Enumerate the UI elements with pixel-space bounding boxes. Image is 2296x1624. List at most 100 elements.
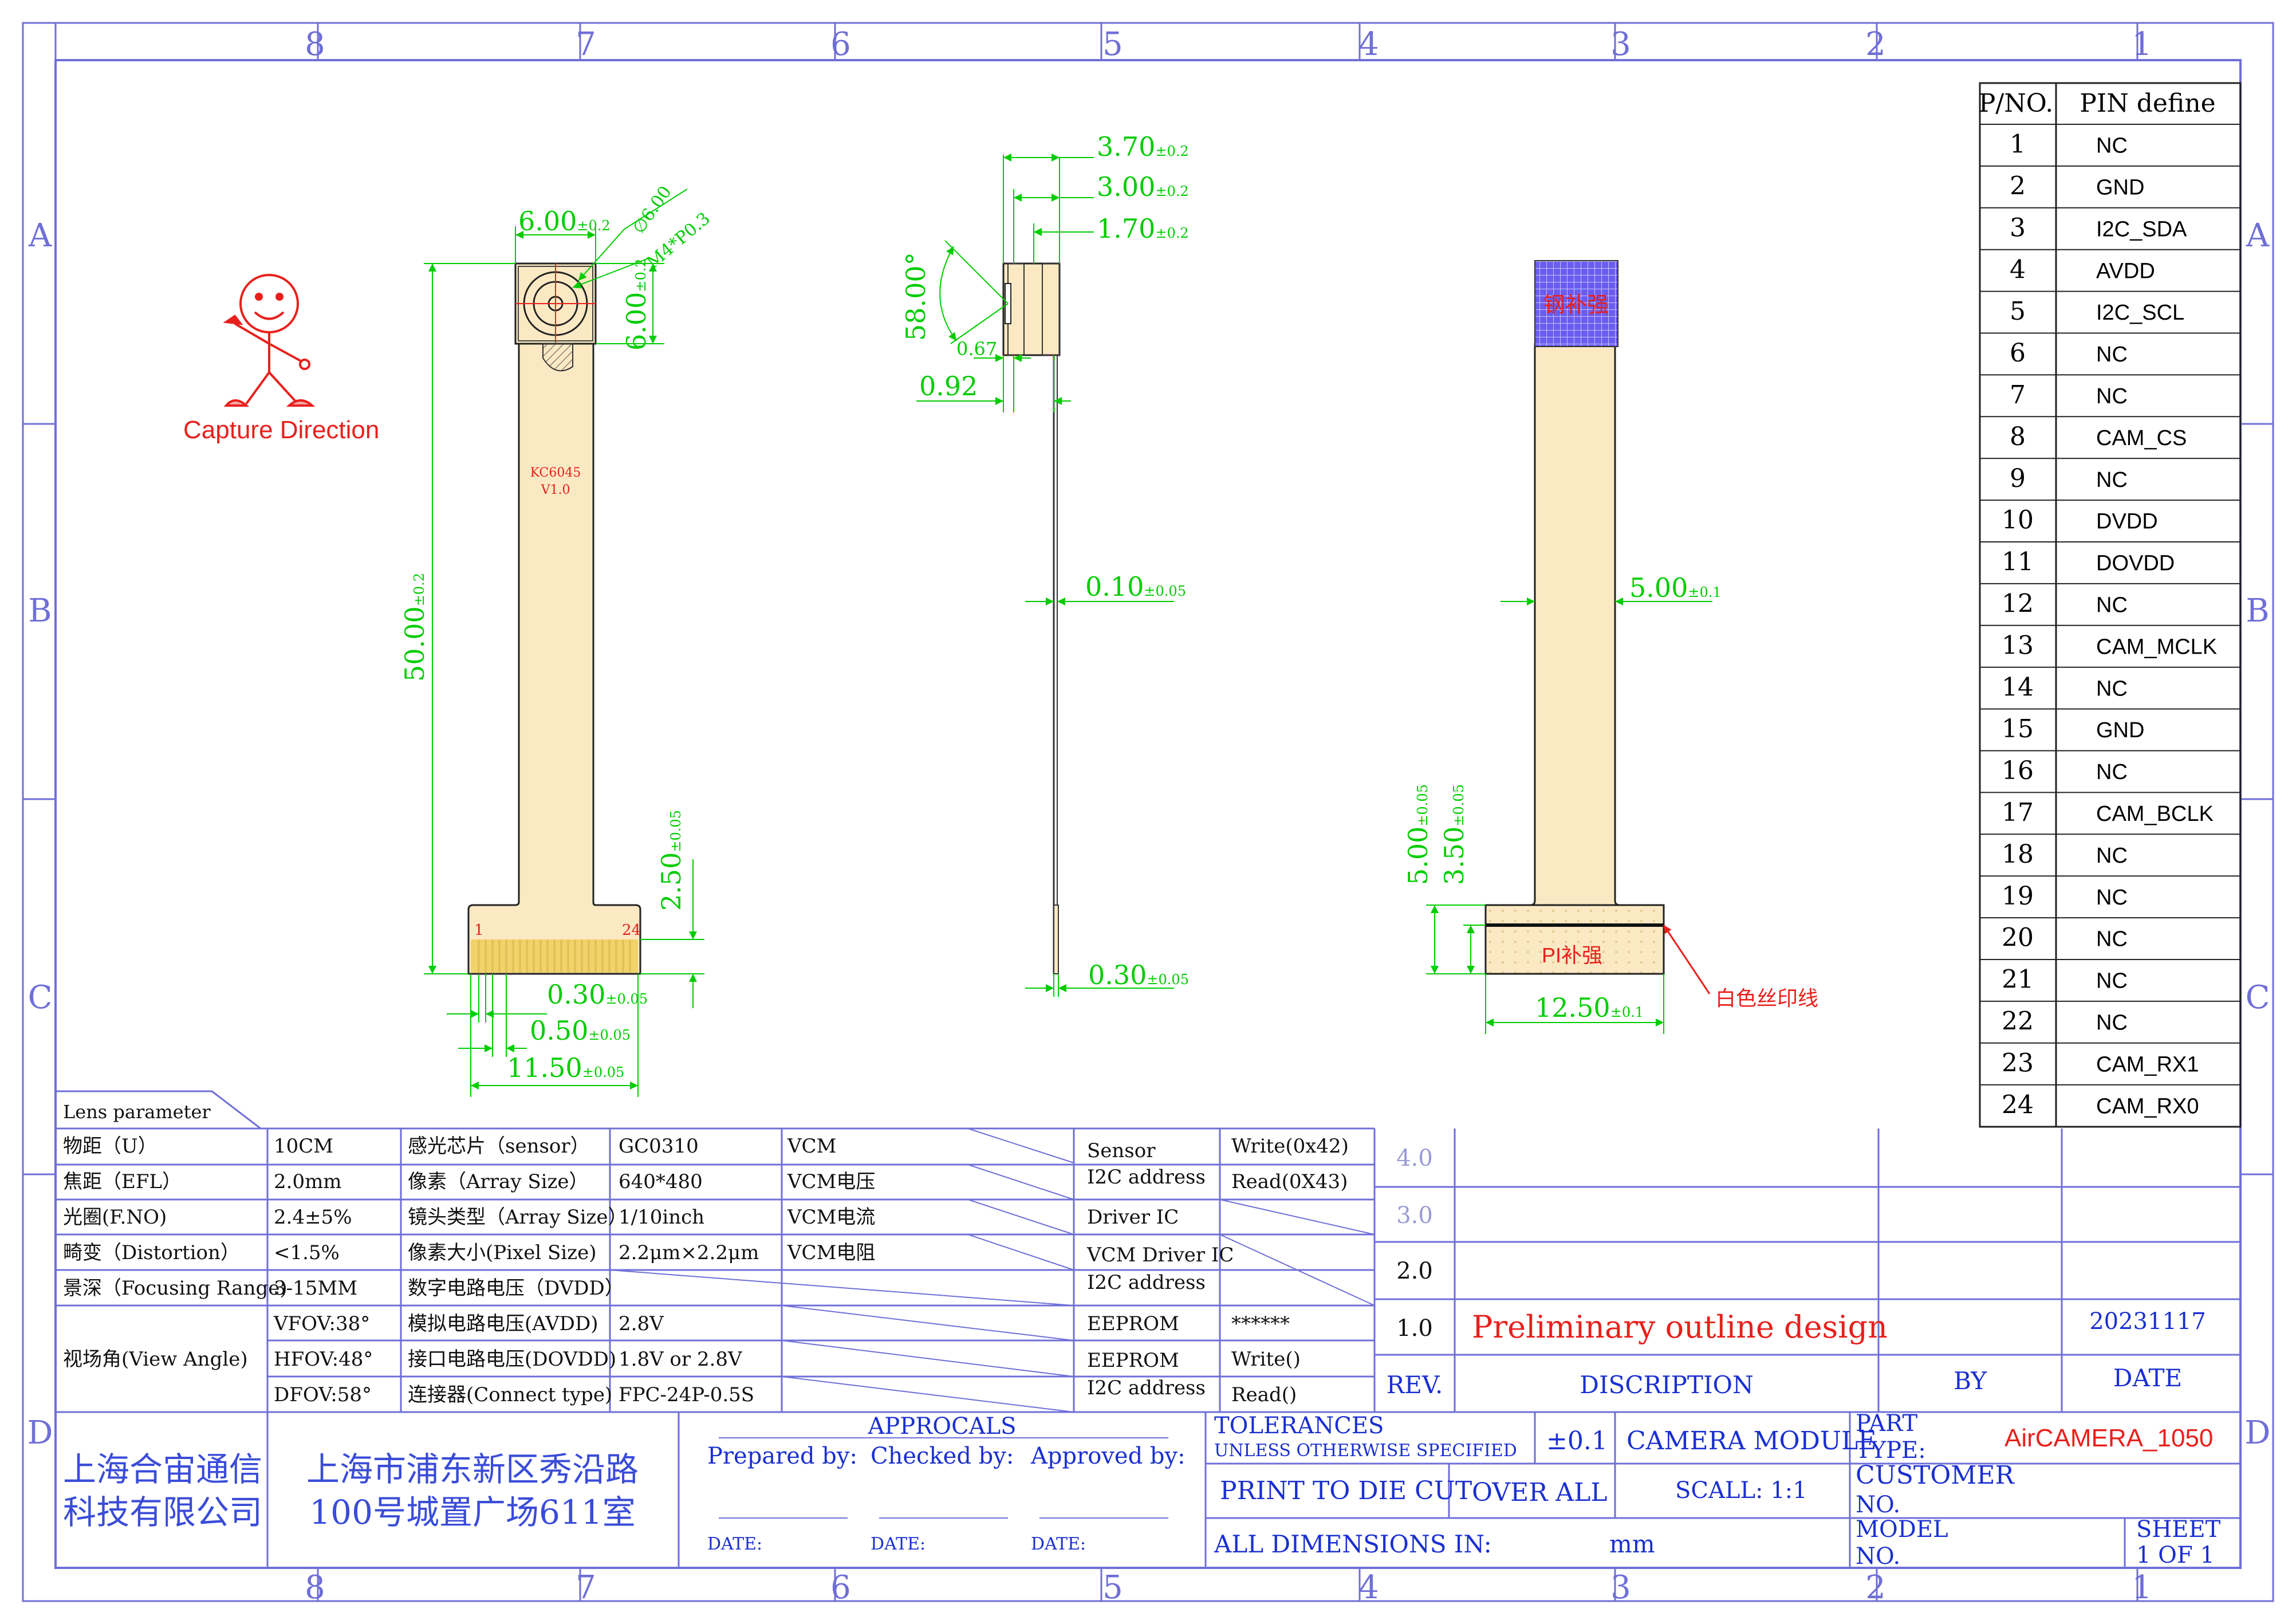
side-view xyxy=(1002,262,1061,974)
svg-text:1.70±0.2: 1.70±0.2 xyxy=(1097,213,1189,244)
pin-definition: I2C_SCL xyxy=(2096,301,2184,325)
date-label: DATE: xyxy=(871,1534,926,1554)
svg-text:0.30±0.05: 0.30±0.05 xyxy=(547,979,648,1010)
i2c-label: I2C address xyxy=(1087,1166,1206,1189)
i2c-value: Read(0X43) xyxy=(1231,1170,1348,1193)
pi-stiffener xyxy=(1484,904,1665,975)
row-label: B xyxy=(2246,592,2269,630)
rev-description: Preliminary outline design xyxy=(1472,1309,1888,1345)
param-label: 接口电路电压(DOVDD) xyxy=(408,1348,616,1371)
col-label: 8 xyxy=(305,1569,325,1606)
param-value: VFOV:38° xyxy=(273,1312,370,1335)
svg-text:3.70±0.2: 3.70±0.2 xyxy=(1097,131,1189,162)
dim-tol: ±0.2 xyxy=(1155,183,1188,199)
param-value: HFOV:48° xyxy=(274,1348,373,1371)
lens-title: Lens parameter xyxy=(63,1101,211,1123)
pin-definition: CAM_RX1 xyxy=(2096,1052,2199,1076)
fpc-back-outline xyxy=(1484,343,1665,975)
param-label: VCM电流 xyxy=(787,1206,875,1229)
model-label: NO. xyxy=(1856,1543,1900,1570)
dim-092: 0.92 xyxy=(919,371,978,402)
dim-value: 5.00 xyxy=(1629,572,1688,603)
param-label: 感光芯片（sensor） xyxy=(408,1135,590,1158)
fpc-outline xyxy=(467,262,641,975)
customer-label: NO. xyxy=(1856,1492,1900,1518)
pin-number: 10 xyxy=(2002,506,2034,535)
rev-number: 2.0 xyxy=(1396,1258,1433,1284)
dim-value: 0.30 xyxy=(547,979,605,1010)
pin-number: 19 xyxy=(2002,882,2034,911)
svg-text:5.00±0.1: 5.00±0.1 xyxy=(1629,572,1722,603)
dim-tol: ±0.1 xyxy=(1610,1004,1644,1020)
pin-number: 13 xyxy=(2002,631,2034,660)
scale-label: SCALL: 1:1 xyxy=(1675,1477,1807,1504)
pin-definition: NC xyxy=(2096,927,2128,951)
svg-text:12.50±0.1: 12.50±0.1 xyxy=(1535,992,1644,1023)
front-view-dimensions xyxy=(424,188,704,1097)
dim-value: 6.00 xyxy=(621,292,652,351)
dim-value: 3.70 xyxy=(1097,131,1155,162)
svg-text:0.50±0.05: 0.50±0.05 xyxy=(530,1015,631,1046)
dim-tol: ±0.2 xyxy=(577,218,610,234)
dim-value: 0.10 xyxy=(1085,571,1144,602)
side-view-dimensions xyxy=(916,154,1174,997)
capture-direction-figure xyxy=(223,274,316,407)
lens-parameter-text: Lens parameter 物距（U） 10CM 感光芯片（sensor） G… xyxy=(63,1101,875,1406)
param-label: VCM电压 xyxy=(787,1170,875,1193)
pin-definition: NC xyxy=(2096,886,2128,910)
title-block xyxy=(266,1412,2240,1568)
pin-number: 12 xyxy=(2002,589,2034,618)
over-all-label: OVER ALL xyxy=(1472,1478,1608,1507)
i2c-value: ****** xyxy=(1231,1312,1290,1335)
pin-number: 17 xyxy=(2002,798,2034,827)
dim-tol: ±0.05 xyxy=(1147,972,1189,988)
i2c-info-text: Sensor I2C address Write(0x42) Read(0X43… xyxy=(1086,1135,1349,1406)
dim-value: 2.50 xyxy=(656,852,687,911)
param-label: 镜头类型（Array Size） xyxy=(408,1206,628,1229)
pin-number: 23 xyxy=(2002,1048,2034,1078)
company-address: 上海市浦东新区秀沿路 xyxy=(306,1450,639,1489)
pin-definition: NC xyxy=(2096,677,2128,701)
row-label: B xyxy=(28,592,52,630)
param-label: 物距（U） xyxy=(63,1135,157,1158)
rev-date: 20231117 xyxy=(2089,1308,2206,1335)
dim-value: 6.00 xyxy=(518,206,577,237)
pin-definition: NC xyxy=(2096,468,2128,492)
prepared-label: Prepared by: xyxy=(707,1443,857,1469)
col-label: 5 xyxy=(1102,26,1123,63)
print-label: PRINT TO DIE CUT xyxy=(1220,1476,1472,1505)
pin-number: 4 xyxy=(2010,255,2026,284)
units-value: mm xyxy=(1609,1530,1655,1558)
customer-label: CUSTOMER xyxy=(1856,1461,2015,1490)
param-value: 640*480 xyxy=(619,1170,703,1193)
pin-number: 24 xyxy=(2002,1090,2034,1119)
param-value: 3-15MM xyxy=(274,1277,357,1300)
i2c-value: Write(0x42) xyxy=(1231,1135,1349,1158)
back-view: 钢补强 PI补强 白色丝印线 xyxy=(1484,260,1818,1010)
dimensions-label: ALL DIMENSIONS IN: xyxy=(1214,1530,1492,1558)
col-label: 7 xyxy=(576,26,596,63)
col-label: 7 xyxy=(576,1569,596,1606)
dim-tol: ±0.05 xyxy=(588,1027,631,1043)
dim-tol: ±0.2 xyxy=(1155,225,1188,241)
company-name: 科技有限公司 xyxy=(63,1493,262,1532)
pin-number: 20 xyxy=(2002,923,2034,953)
pin-definition: NC xyxy=(2096,593,2128,617)
dim-value: 50.00 xyxy=(399,606,430,682)
param-label: VCM电阻 xyxy=(787,1241,875,1264)
version-label: V1.0 xyxy=(541,483,570,497)
pin-first-label: 1 xyxy=(474,922,484,939)
dim-tol: ±0.05 xyxy=(1451,784,1467,827)
pin-definition: GND xyxy=(2096,718,2144,742)
back-view-dimensions xyxy=(1426,597,1712,1034)
i2c-label: I2C address xyxy=(1087,1377,1206,1399)
i2c-value: Write() xyxy=(1231,1348,1301,1371)
param-label: 光圈(F.NO) xyxy=(63,1206,167,1229)
param-value: DFOV:58° xyxy=(274,1383,372,1406)
dim-tol: ±0.2 xyxy=(633,258,649,292)
pin-definition: CAM_RX0 xyxy=(2096,1094,2199,1118)
date-label: DATE: xyxy=(707,1534,762,1554)
pin-number: 15 xyxy=(2002,714,2034,744)
param-value: 2.8V xyxy=(619,1312,664,1335)
